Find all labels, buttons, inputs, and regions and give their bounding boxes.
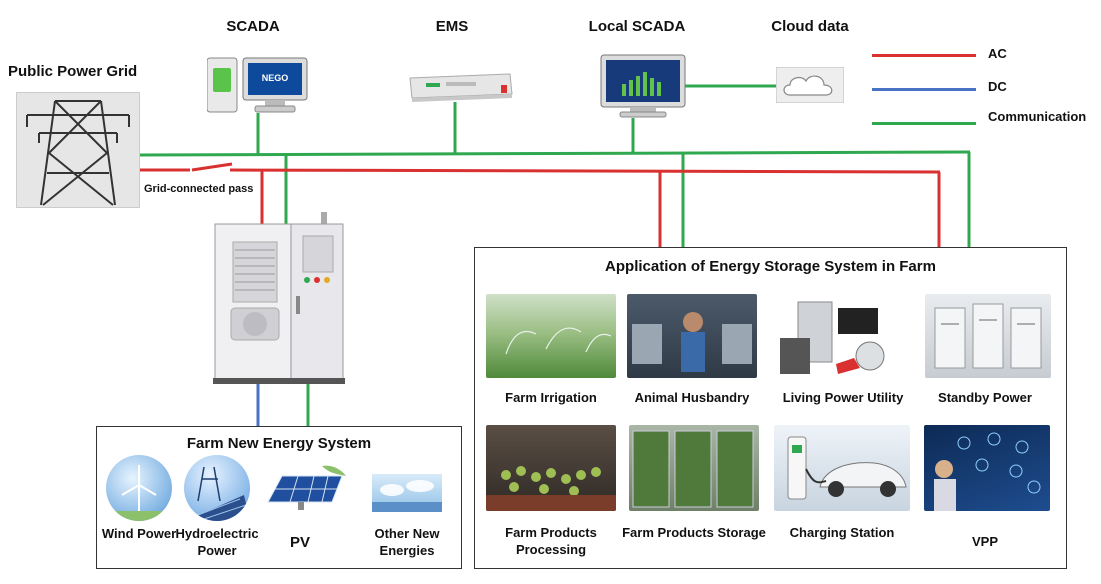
legend-ac-line — [872, 54, 976, 57]
vpp-image — [924, 425, 1050, 511]
legend-communication-label: Communication — [988, 109, 1087, 124]
scada-header: SCADA — [226, 18, 280, 35]
charging-station-label: Charging Station — [789, 525, 895, 540]
local-scada-monitor-icon — [600, 54, 686, 118]
grid-header: Public Power Grid — [8, 63, 138, 80]
energy-storage-cabinet-icon — [213, 212, 345, 384]
power-tower-icon — [16, 92, 140, 208]
farm-products-storage-label: Farm Products Storage — [622, 525, 766, 540]
standby-power-image — [925, 294, 1051, 378]
local-scada-header: Local SCADA — [588, 18, 686, 35]
new-energy-title: Farm New Energy System — [186, 435, 372, 452]
farm-application-title: Application of Energy Storage System in … — [605, 258, 936, 275]
farm-products-storage-image — [629, 425, 759, 511]
cloud-header: Cloud data — [771, 18, 849, 35]
wind-power-label: Wind Power — [101, 526, 177, 541]
other-new-energies-label: Other New Energies — [374, 526, 440, 558]
farm-irrigation-label: Farm Irrigation — [505, 390, 597, 405]
grid-pass-label: Grid-connected pass — [144, 183, 254, 195]
ac-lines — [138, 162, 941, 247]
other-energies-icon — [372, 474, 442, 512]
scada-computer-icon: NEGO — [207, 56, 309, 114]
farm-products-processing-label: Farm Products Processing — [505, 525, 597, 557]
hydroelectric-power-label: Hydroelectric Power — [175, 526, 259, 558]
pv-panel-icon — [262, 462, 350, 512]
animal-husbandry-image — [627, 294, 757, 378]
living-power-utility-label: Living Power Utility — [782, 390, 904, 405]
living-power-utility-image — [778, 294, 908, 378]
ems-device-icon — [406, 70, 514, 102]
legend-dc-label: DC — [988, 79, 1007, 94]
legend-communication-line — [872, 122, 976, 125]
farm-irrigation-image — [486, 294, 616, 378]
charging-station-image — [774, 425, 910, 511]
wind-turbine-icon — [106, 455, 172, 521]
standby-power-label: Standby Power — [938, 390, 1032, 405]
pv-label: PV — [289, 534, 310, 551]
ems-header: EMS — [435, 18, 469, 35]
vpp-label: VPP — [971, 534, 998, 549]
animal-husbandry-label: Animal Husbandry — [634, 390, 750, 405]
legend-ac-label: AC — [988, 46, 1007, 61]
communication-lines — [137, 84, 971, 426]
farm-products-processing-image — [486, 425, 616, 511]
cloud-icon — [776, 67, 844, 103]
legend-dc-line — [872, 88, 976, 91]
scada-screen-logo: NEGO — [261, 73, 289, 83]
hydroelectric-icon — [184, 455, 250, 521]
